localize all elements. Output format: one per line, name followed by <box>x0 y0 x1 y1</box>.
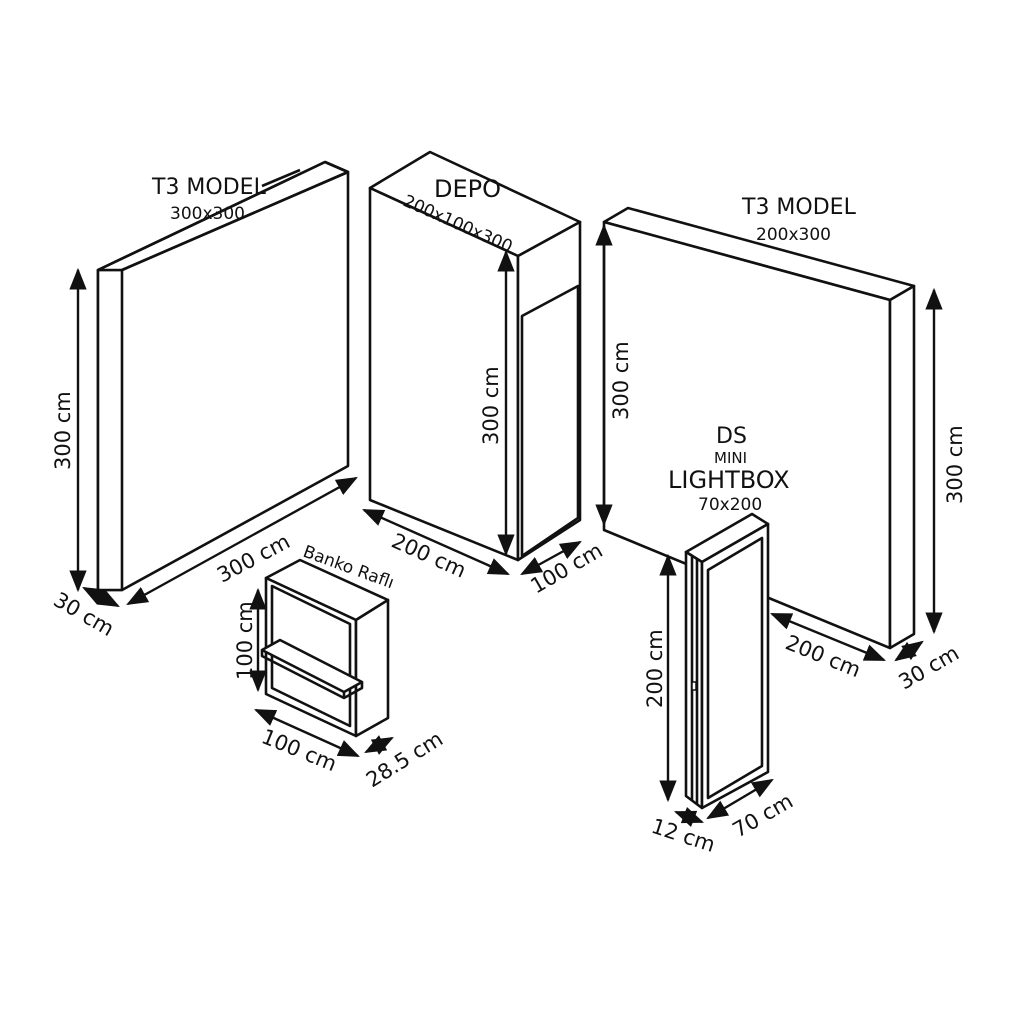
t3-left-title: T3 MODEL <box>151 175 267 200</box>
lightbox-depth-arrow <box>673 806 705 828</box>
t3-right-depth-label: 30 cm <box>895 641 964 694</box>
t3-right-panel <box>602 206 916 650</box>
lightbox-line2: MINI <box>714 449 747 467</box>
lightbox-unit <box>684 512 770 810</box>
banko-depth-label: 28.5 cm <box>362 727 447 793</box>
depo-cabin <box>368 150 582 562</box>
lightbox-width-arrow <box>706 778 774 820</box>
lightbox-line1: DS <box>716 424 747 449</box>
t3-left-width-arrow <box>126 476 358 606</box>
t3-left-title-leader <box>261 168 301 188</box>
depo-title: DEPO <box>434 175 501 203</box>
depo-width-arrow <box>362 508 510 576</box>
t3-right-depth-arrow <box>894 640 924 662</box>
t3-left-panel <box>96 160 350 592</box>
t3-right-width-label: 200 cm <box>782 630 864 682</box>
t3-right-height-left-label: 300 cm <box>609 341 633 420</box>
banko-width-label: 100 cm <box>258 724 340 776</box>
t3-left-depth-label: 30 cm <box>50 588 119 641</box>
banko-depth-arrow <box>364 735 394 755</box>
t3-left-depth-arrow <box>82 586 120 608</box>
t3-right-title: T3 MODEL <box>741 195 857 220</box>
lightbox-width-label: 70 cm <box>729 789 798 842</box>
t3-right-size: 200x300 <box>756 225 831 245</box>
t3-left-size: 300x300 <box>170 204 245 224</box>
lightbox-height-label: 200 cm <box>643 629 667 708</box>
lightbox-size: 70x200 <box>698 495 762 515</box>
t3-left-height-label: 300 cm <box>51 391 75 470</box>
banko-width-arrow <box>254 708 360 758</box>
lightbox-line3: LIGHTBOX <box>668 466 790 494</box>
lightbox-depth-label: 12 cm <box>648 814 718 857</box>
t3-right-height-right-label: 300 cm <box>943 425 967 504</box>
banko-counter <box>260 558 390 738</box>
depo-depth-arrow <box>520 540 582 576</box>
t3-right-width-arrow <box>770 612 886 662</box>
banko-height-label: 100 cm <box>233 601 257 680</box>
depo-height-label: 300 cm <box>479 366 503 445</box>
